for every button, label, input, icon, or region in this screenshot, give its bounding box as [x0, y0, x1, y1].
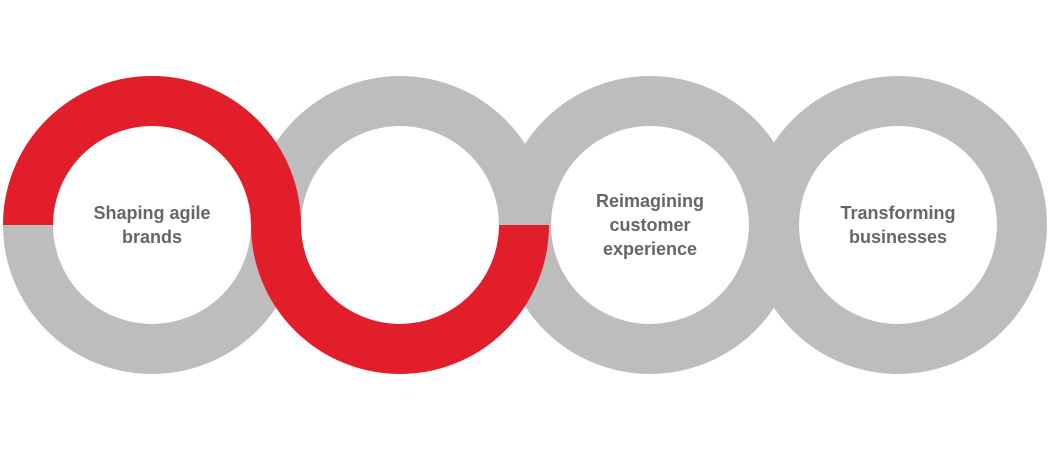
ring-label-3-line-2: customer	[609, 215, 691, 235]
ring-label-4-line-2: businesses	[848, 227, 948, 247]
ring-label-4-line-1: Transforming	[840, 203, 956, 223]
ring-label-3: Reimagining customer experience	[560, 189, 740, 261]
ring-4	[749, 76, 1047, 374]
ring-label-1-line-1: Shaping agile	[93, 203, 211, 223]
ring-label-3-line-1: Reimagining	[595, 191, 704, 211]
ring-label-1: Shaping agile brands	[62, 201, 242, 249]
ring-label-3-line-3: experience	[602, 239, 698, 259]
ring-label-1-line-2: brands	[121, 227, 182, 247]
ring-label-4: Transforming businesses	[808, 201, 988, 249]
highlight-path	[3, 76, 549, 374]
